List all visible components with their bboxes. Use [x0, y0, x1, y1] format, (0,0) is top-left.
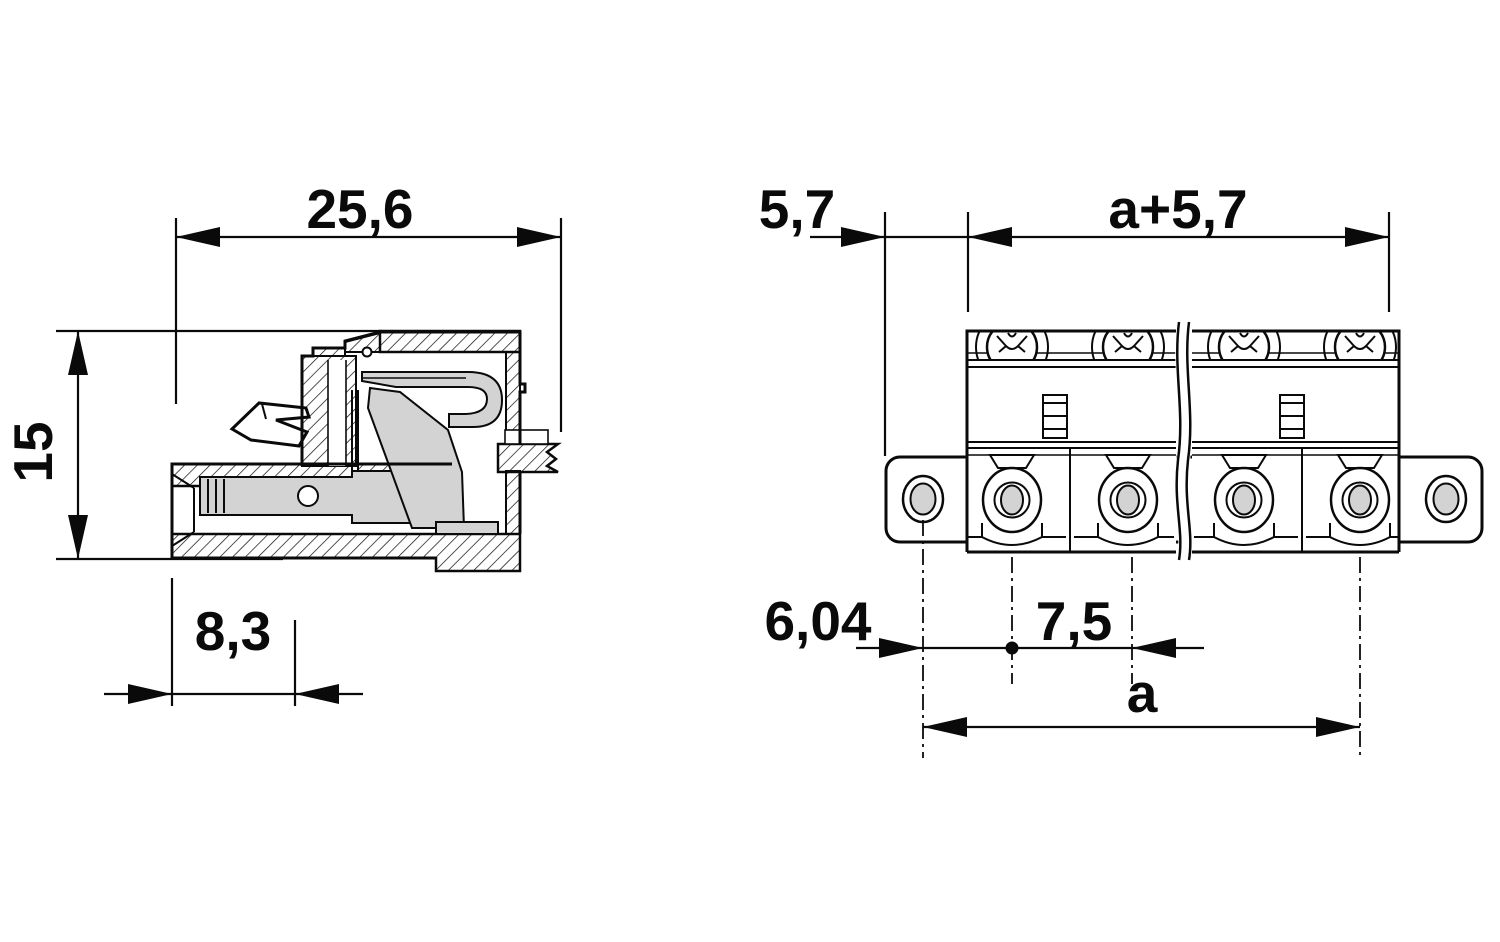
pivot-dot — [361, 346, 373, 358]
dimension-15: 15 — [2, 329, 382, 561]
dimension-a: a — [923, 662, 1360, 737]
housing-hatched-sections — [170, 329, 562, 573]
terminal-screws — [975, 332, 1397, 359]
housing-channels — [327, 360, 549, 466]
screw-icon — [975, 332, 1049, 359]
centerlines — [922, 520, 1361, 758]
dimension-6-04: 6,04 — [764, 590, 1204, 658]
mating-pin — [496, 442, 562, 474]
connector-body — [965, 321, 1401, 562]
dim-label-overall: a+5,7 — [1108, 178, 1247, 240]
dimension-5-7: 5,7 — [759, 178, 1389, 456]
screw-icon — [1323, 332, 1397, 359]
wire-slot-marker — [1042, 394, 1068, 439]
release-lever — [229, 401, 312, 448]
clamp-wedge — [366, 386, 466, 529]
dim-label-height: 15 — [2, 421, 64, 482]
dim-label-hole-offset: 6,04 — [764, 590, 871, 652]
contact-cavity — [967, 454, 1066, 546]
side-view: 25,6 15 8,3 — [2, 178, 563, 706]
dim-label-depth: 8,3 — [195, 600, 271, 662]
screw-icon — [1091, 332, 1165, 359]
contact-cavity — [1074, 454, 1174, 546]
screw-icon — [1207, 332, 1281, 359]
dimension-25-6: 25,6 — [174, 178, 563, 432]
contact-inspection-hole — [297, 485, 319, 507]
front-view: 5,7 a+5,7 6,04 7,5 — [759, 178, 1484, 758]
wire-entry-funnel — [171, 473, 195, 547]
break-lines — [1174, 321, 1193, 562]
dimension-a-plus-5-7: a+5,7 — [968, 178, 1391, 312]
contact-cavity — [1194, 454, 1298, 546]
contact-cavity — [1306, 454, 1399, 546]
contact-cavities — [967, 454, 1399, 546]
dim-label-pitch: 7,5 — [1036, 590, 1112, 652]
dimension-7-5: 7,5 — [1036, 590, 1176, 658]
wire-slot-marker — [1279, 394, 1305, 439]
contact-parts — [199, 371, 504, 535]
dim-label-span: a — [1127, 662, 1158, 724]
dim-label-left-offset: 5,7 — [759, 178, 835, 240]
dim-label-width: 25,6 — [306, 178, 413, 240]
dimension-8-3: 8,3 — [104, 578, 363, 706]
spring-contact — [361, 371, 504, 428]
